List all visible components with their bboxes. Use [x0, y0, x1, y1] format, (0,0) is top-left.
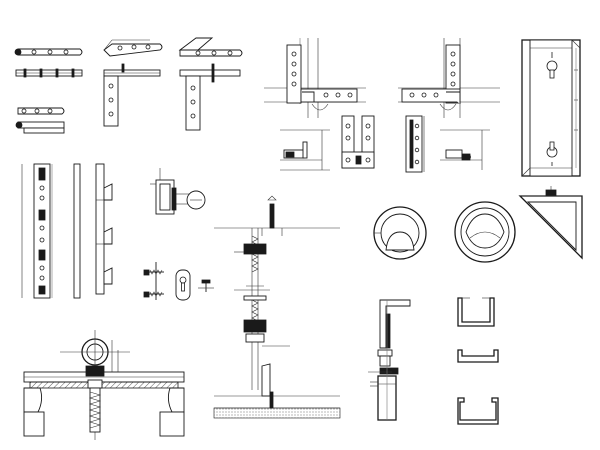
- c-channel-profile-lipped-detail: [457, 397, 499, 425]
- wall-corner-bracket-left-detail: [264, 38, 366, 118]
- vertical-slotted-strip-detail: [21, 163, 53, 299]
- double-plate-connector-detail: [341, 115, 375, 169]
- angle-bracket-connection-detail: [280, 129, 330, 171]
- keyhole-plate-small-detail: [175, 269, 191, 301]
- keyhole-mounting-plate-detail: [521, 39, 581, 177]
- cable-grommet-cover-detail: [454, 201, 516, 263]
- c-channel-profile-large-detail: [457, 297, 495, 327]
- corner-angle-connection-detail: [440, 129, 490, 170]
- threaded-rod-hanger-detail: [213, 195, 341, 419]
- cable-grommet-ring-detail: [373, 206, 427, 260]
- small-screw-detail: [198, 279, 214, 292]
- offset-hinge-plate-detail: [15, 107, 65, 134]
- corner-bracket-plate-detail: [178, 37, 243, 131]
- wood-screw-detail: [143, 262, 164, 300]
- triangular-shelf-bracket-detail: [518, 186, 583, 260]
- flat-hinge-plate-detail: [14, 48, 83, 78]
- slotted-plate-connector-detail: [405, 115, 425, 173]
- pipe-clamp-with-knob-detail: [150, 168, 206, 215]
- angled-hinge-plate-detail: [103, 39, 163, 127]
- flange-bolt-section-detail: [23, 330, 185, 440]
- bracket-bolt-assembly-detail: [368, 299, 411, 421]
- wall-corner-bracket-right-detail: [398, 38, 500, 118]
- c-channel-profile-flat-detail: [457, 349, 499, 363]
- rail-side-profile-detail: [73, 163, 113, 299]
